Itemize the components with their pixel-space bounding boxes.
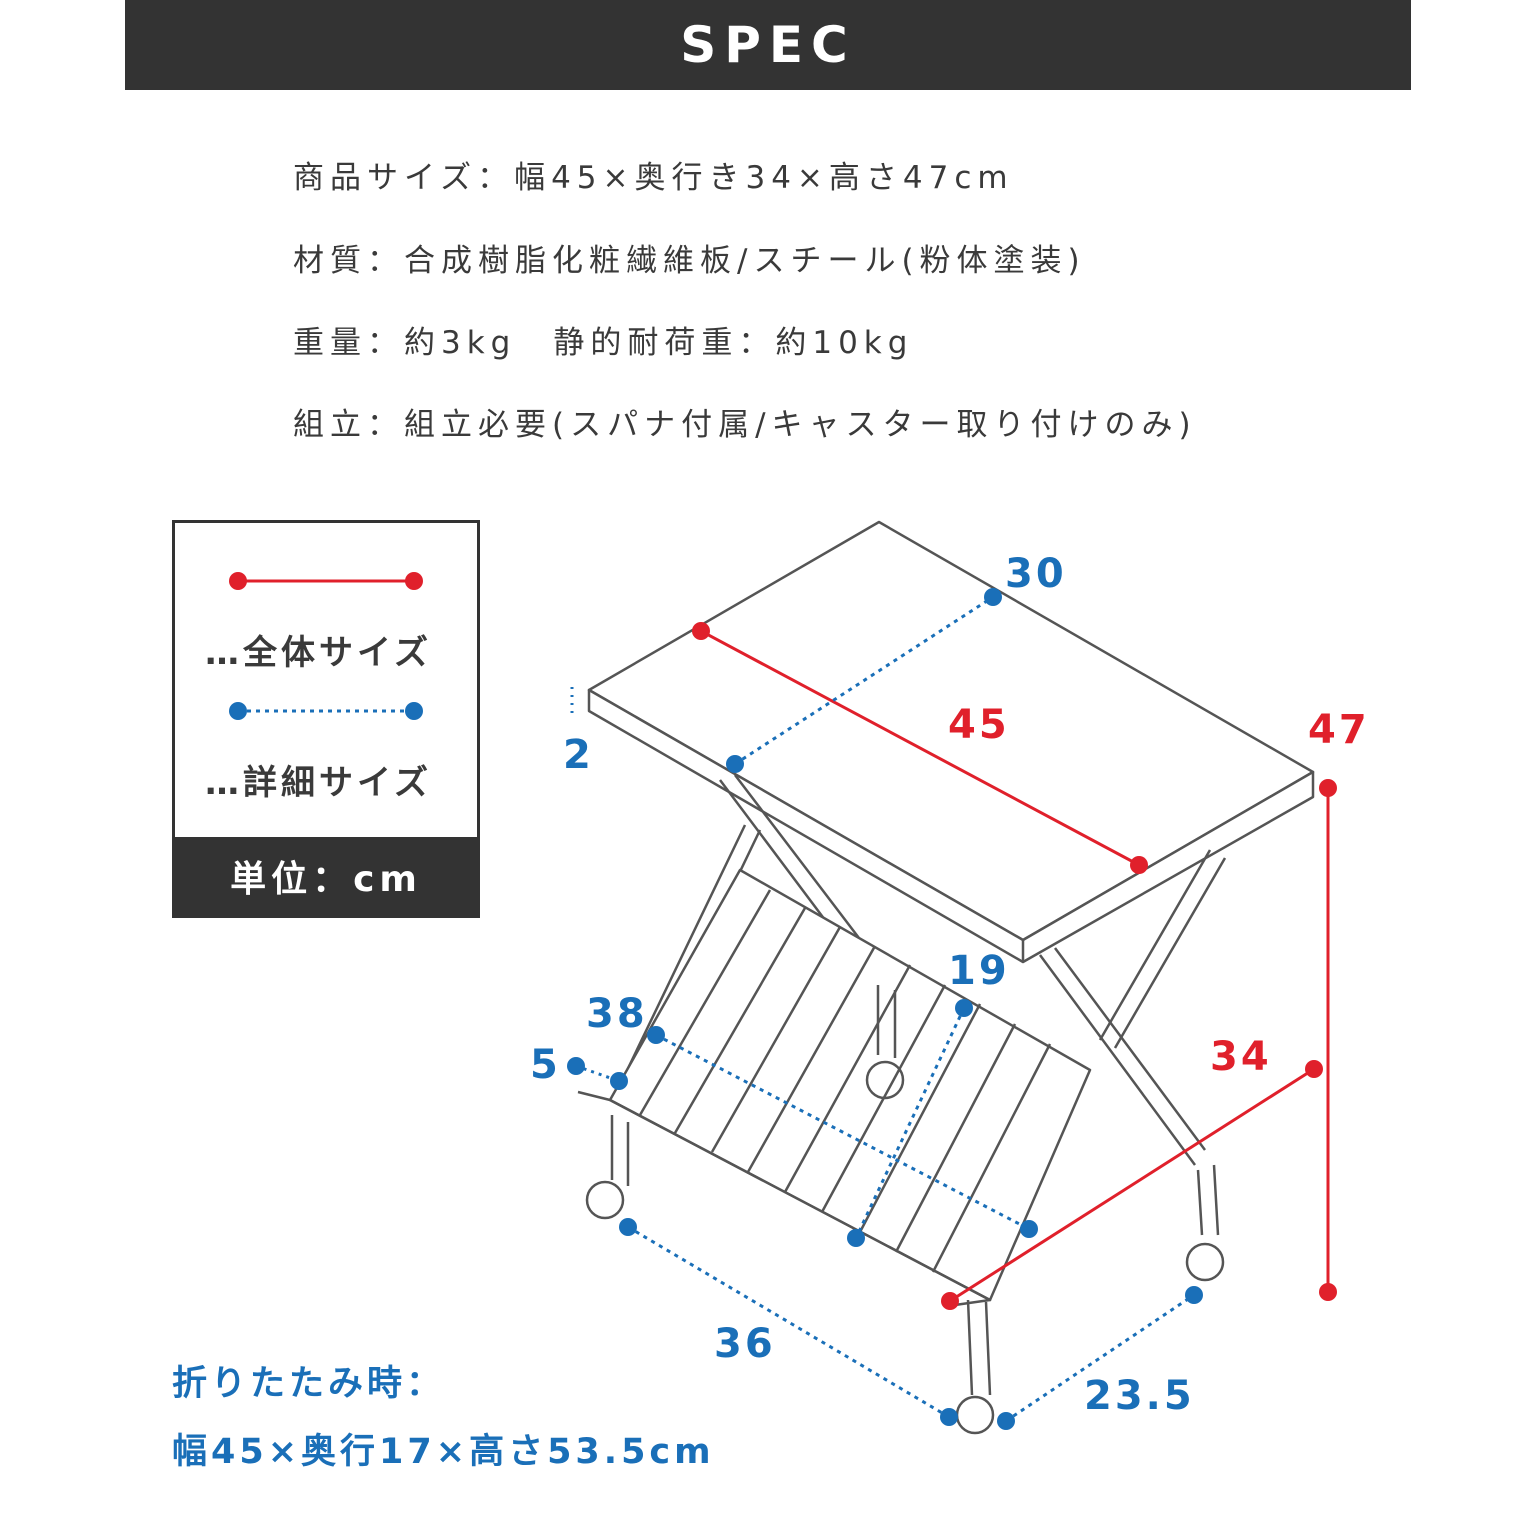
dim-label-rack-width: 38 <box>586 991 648 1037</box>
spec-size: 商品サイズ：幅45×奥行き34×高さ47cm <box>293 160 1014 196</box>
dim-label-base-depth: 23.5 <box>1084 1373 1195 1419</box>
dim-label-rack-lip: 5 <box>530 1042 561 1088</box>
dim-line-base-depth <box>1005 1293 1195 1423</box>
dim-label-top-depth: 30 <box>1005 551 1067 597</box>
legend-detail-dot-left <box>229 702 247 720</box>
dim-dot <box>1305 1060 1323 1078</box>
legend-overall-dot-left <box>229 572 247 590</box>
legend-overall-dot-right <box>405 572 423 590</box>
leg-front-left <box>610 1115 630 1186</box>
dim-dot <box>1185 1286 1203 1304</box>
detail-dimensions: 30 2 38 19 5 36 23.5 <box>530 551 1203 1430</box>
spec-header: SPEC <box>125 0 1411 90</box>
legend-box: …全体サイズ …詳細サイズ 単位：cm <box>172 520 480 918</box>
overall-dimensions: 45 47 34 <box>692 622 1370 1310</box>
spec-material: 材質：合成樹脂化粧繊維板/スチール(粉体塗装) <box>293 243 1086 279</box>
dim-line-rack-width <box>655 1033 1030 1231</box>
dim-dot <box>692 622 710 640</box>
leg-back-left <box>876 985 897 1058</box>
frame-leg-right <box>1038 947 1207 1166</box>
rack-lip <box>577 1090 992 1307</box>
dim-line-width <box>700 629 1140 867</box>
dim-dot <box>1319 779 1337 797</box>
dim-line-rack-depth <box>854 1007 966 1239</box>
dim-label-depth: 34 <box>1210 1034 1272 1080</box>
dim-dot <box>726 755 744 773</box>
dim-dot <box>610 1072 628 1090</box>
dim-dot <box>619 1218 637 1236</box>
dim-dot <box>1130 856 1148 874</box>
dim-dot <box>941 1292 959 1310</box>
dim-dot <box>567 1057 585 1075</box>
spec-title: SPEC <box>680 16 856 74</box>
spec-assembly: 組立：組立必要(スパナ付属/キャスター取り付けのみ) <box>293 407 1197 443</box>
dim-label-height: 47 <box>1308 707 1370 753</box>
legend-detail-label: …詳細サイズ <box>205 763 432 803</box>
legend-overall-label: …全体サイズ <box>205 633 432 673</box>
dim-dot <box>1319 1283 1337 1301</box>
folded-label: 折りたたみ時： <box>172 1364 446 1404</box>
legend-unit: 単位：cm <box>175 837 477 915</box>
caster-back-left <box>865 1060 905 1100</box>
leg-front-right <box>966 1299 992 1396</box>
caster-front-right <box>955 1395 995 1435</box>
legend-detail-dot-right <box>405 702 423 720</box>
leg-back-right <box>1196 1164 1220 1236</box>
dim-label-width: 45 <box>948 702 1010 748</box>
dim-dot <box>997 1412 1015 1430</box>
dim-dot <box>984 588 1002 606</box>
dim-line-base-width <box>627 1225 950 1419</box>
spec-weight: 重量：約3kg 静的耐荷重：約10kg <box>293 325 914 361</box>
dim-dot <box>647 1026 665 1044</box>
folded-size: 幅45×奥行17×高さ53.5cm <box>172 1432 715 1472</box>
table-illustration <box>577 520 1315 1435</box>
frame-cross-back <box>1098 849 1227 1049</box>
dim-label-rack-depth: 19 <box>948 948 1010 994</box>
dim-label-top-thickness: 2 <box>563 732 594 778</box>
caster-back-right <box>1185 1242 1225 1282</box>
dim-line-top-depth <box>734 595 994 766</box>
dim-label-base-width: 36 <box>714 1321 776 1367</box>
dim-line-depth <box>949 1067 1315 1303</box>
dim-dot <box>940 1408 958 1426</box>
dim-dot <box>847 1229 865 1247</box>
dim-dot <box>1020 1220 1038 1238</box>
dim-dot <box>955 999 973 1017</box>
caster-front-left <box>585 1180 625 1220</box>
legend-swatches <box>229 572 423 720</box>
